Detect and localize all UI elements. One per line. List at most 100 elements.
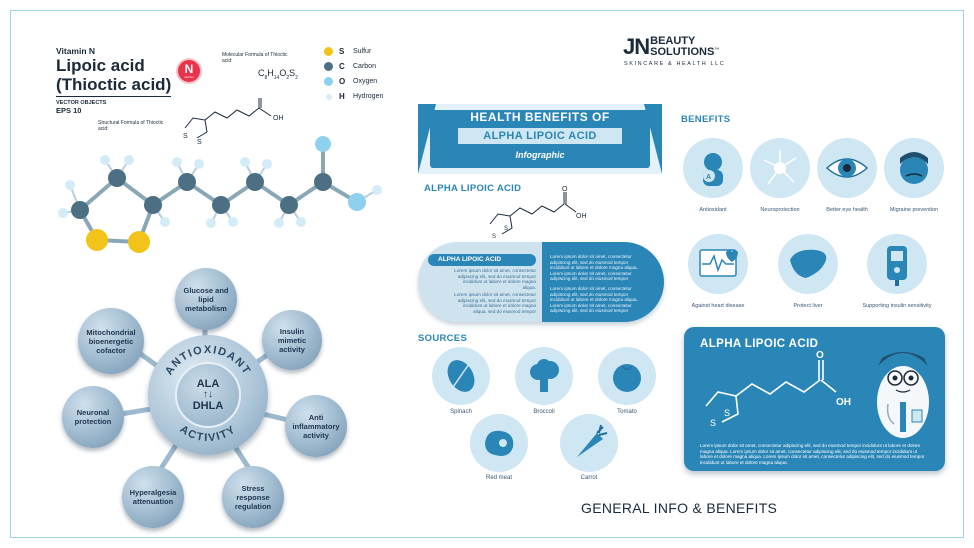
migraine-face-icon	[900, 152, 928, 184]
brand-jn: JN	[623, 34, 650, 59]
ala-s2-label: S	[492, 234, 496, 240]
benefit-label-liver: Protect liver	[793, 303, 823, 309]
bubble-neuronal-protection: Neuronal protection	[62, 386, 124, 448]
legend-hydrogen: H Hydrogen	[324, 92, 383, 101]
benefit-circle-heart	[688, 234, 748, 294]
eye-icon	[825, 158, 869, 178]
liver-icon	[790, 249, 827, 278]
sources-title: SOURCES	[418, 333, 468, 344]
title-block: Vitamin N Lipoic acid (Thioctic acid) VE…	[56, 46, 172, 115]
spinach-circle	[432, 347, 490, 405]
benefit-label-migraine: Migraine prevention	[889, 207, 939, 213]
tomato-circle	[598, 347, 656, 405]
header-line1: HEALTH BENEFITS OF	[470, 110, 610, 124]
benefit-circle-migraine	[884, 138, 944, 198]
ball-stick-molecule	[58, 136, 382, 253]
ala-dhla-center: ALA ↑↓ DHLA	[175, 362, 241, 428]
capsule-lorem-left2: Lorem ipsum dolor sit amet, consectetur …	[454, 292, 536, 314]
glucose-meter-icon	[887, 246, 907, 286]
benefit-label-insulin: Supporting insulin sensitivity	[862, 303, 932, 309]
footer-caption: GENERAL INFO & BENEFITS	[581, 500, 778, 516]
capsule-lorem-left: Lorem ipsum dolor sit amet, consectetur …	[454, 268, 536, 290]
benefit-circle-neuroprotection	[750, 138, 810, 198]
bubble-glucose-lipid: Glucose and lipid metabolism	[175, 268, 237, 330]
red-meat-circle	[470, 414, 528, 472]
source-label-broccoli: Broccoli	[533, 409, 555, 415]
benefit-circle-antioxidant: A	[683, 138, 743, 198]
blue-card-structure: O OH S S	[705, 350, 851, 428]
bubble-insulin-mimetic: Insulin mimetic activity	[262, 310, 322, 370]
structural-formula-diagram: S S OH	[183, 98, 284, 146]
struct-s1-label: S	[183, 133, 188, 140]
source-label-tomato: Tomato	[617, 409, 637, 415]
ala-s1-label: S	[504, 226, 508, 232]
source-label-carrot: Carrot	[580, 475, 598, 481]
svg-text:ANTIOXIDANT: ANTIOXIDANT	[163, 344, 253, 377]
doctor-mascot-icon	[877, 352, 929, 438]
capsule-lorem-right2: Lorem ipsum dolor sit amet, consectetur …	[550, 286, 638, 314]
ring-top-text: ANTIOXIDANT	[163, 344, 252, 377]
badge-letter: N	[184, 62, 194, 76]
blue-card-o-label: O	[816, 350, 824, 361]
bubble-mitochondrial: Mitochondrial bioenergetic cofactor	[78, 308, 144, 374]
structural-formula-label: Structural Formula of Thioctic acid:	[98, 120, 164, 132]
red-meat-icon	[485, 430, 514, 456]
molecular-formula: C8H14O2S2	[258, 68, 298, 81]
benefit-circle-insulin	[867, 234, 927, 294]
sulfur-dot-icon	[324, 47, 333, 56]
heart-monitor-icon	[699, 249, 738, 277]
vitamin-n-badge: N vitamin	[176, 58, 202, 84]
blue-card-s2-label: S	[710, 418, 716, 428]
title-line1: Lipoic acid	[56, 56, 145, 75]
brand-solutions: SOLUTIONS	[650, 46, 715, 58]
center-ala: ALA	[196, 378, 220, 390]
info-capsule: ALPHA LIPOIC ACID Lorem ipsum dolor sit …	[418, 242, 664, 322]
header-line2: ALPHA LIPOIC ACID	[458, 128, 622, 144]
spinach-icon	[447, 360, 475, 392]
ring-text: ANTIOXIDANT ACTIVITY	[163, 344, 253, 444]
ala-structure-diagram: O OH S S	[489, 186, 587, 240]
svg-text:A: A	[706, 174, 711, 181]
eps-label: EPS 10	[56, 106, 82, 115]
benefit-label-neuroprotection: Neuroprotection	[760, 207, 800, 213]
vitamin-label: Vitamin N	[56, 46, 96, 56]
legend-sulfur: S Sulfur	[324, 47, 371, 56]
neuron-icon	[763, 150, 797, 185]
benefit-circle-liver	[778, 234, 838, 294]
legend-oxygen: O Oxygen	[324, 77, 377, 86]
benefit-label-heart: Against heart disease	[691, 303, 745, 309]
bubble-stress-response: Stress response regulation	[222, 466, 284, 528]
brand-tm: ™	[714, 47, 720, 53]
carrot-icon	[577, 424, 608, 457]
blue-card-oh-label: OH	[836, 397, 851, 408]
source-label-red-meat: Red meat	[485, 475, 512, 481]
title-line2: (Thioctic acid)	[56, 75, 172, 97]
vector-objects-label: VECTOR OBJECTS	[56, 100, 107, 106]
blue-card-title: ALPHA LIPOIC ACID	[700, 338, 819, 350]
benefit-circle-eye	[817, 138, 877, 198]
ala-section-title: ALPHA LIPOIC ACID	[424, 183, 522, 194]
blue-card-lorem: Lorem ipsum dolor sit amet, consectetur …	[700, 443, 925, 465]
hydrogen-dot-icon	[325, 93, 332, 100]
legend-carbon: C Carbon	[324, 62, 376, 71]
center-arrows-icon: ↑↓	[203, 389, 213, 400]
ala-o-label: O	[562, 186, 568, 193]
struct-s2-label: S	[197, 139, 202, 146]
brand-beauty: BEAUTY	[650, 35, 696, 47]
bubble-anti-inflammatory: Anti inflammatory activity	[285, 395, 347, 457]
benefit-label-antioxidant: Antioxidant	[699, 207, 727, 213]
capsule-lorem-right: Lorem ipsum dolor sit amet, consectetur …	[550, 254, 638, 282]
oxygen-dot-icon	[324, 77, 333, 86]
struct-oh-label: OH	[273, 115, 284, 122]
header-line3: Infographic	[515, 150, 565, 160]
capsule-title: ALPHA LIPOIC ACID	[428, 254, 536, 266]
brand-tagline: SKINCARE & HEALTH LLC	[624, 61, 726, 67]
benefits-title: BENEFITS	[681, 114, 731, 125]
blue-card-s1-label: S	[724, 408, 730, 418]
ala-oh-label: OH	[576, 213, 587, 220]
broccoli-icon	[530, 359, 559, 392]
carrot-circle	[560, 414, 618, 472]
benefit-label-eye: Better eye health	[826, 207, 868, 213]
svg-text:ACTIVITY: ACTIVITY	[178, 423, 239, 444]
